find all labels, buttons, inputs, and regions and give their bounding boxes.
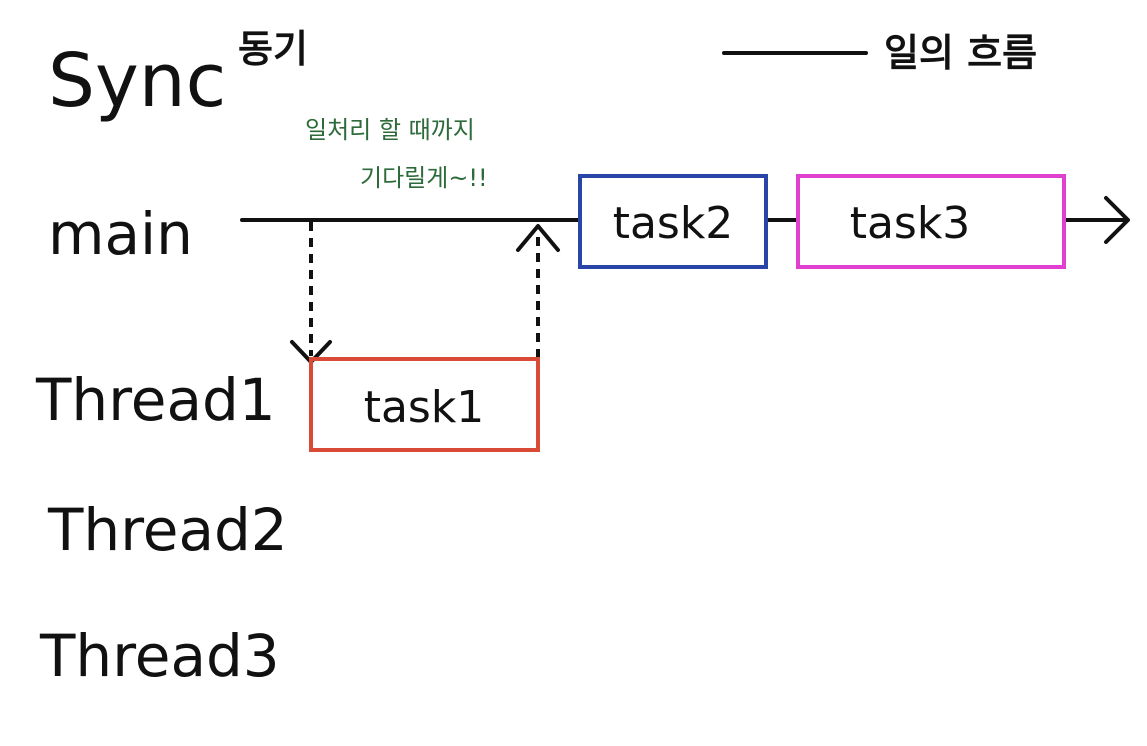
task1-label: task1 [364, 382, 485, 433]
diagram-subtitle: 동기 [238, 27, 308, 71]
task3-label: task3 [850, 198, 971, 249]
legend-flow-label: 일의 흐름 [884, 31, 1037, 75]
lane-label-thread2: Thread2 [47, 496, 288, 564]
return-arrowhead [516, 224, 560, 252]
wait-note-line1: 일처리 할 때까지 [305, 116, 475, 144]
task3-box [796, 174, 1066, 269]
lane-label-thread3: Thread3 [39, 622, 280, 690]
lane-label-thread1: Thread1 [35, 366, 276, 434]
main-flow-arrowhead [1104, 196, 1130, 244]
task2-box [578, 174, 768, 269]
wait-note-line2: 기다릴게~!! [360, 164, 488, 192]
lane-label-main: main [48, 200, 193, 268]
task1-box [309, 357, 540, 452]
task2-label: task2 [613, 198, 734, 249]
diagram-title: Sync [48, 38, 226, 124]
